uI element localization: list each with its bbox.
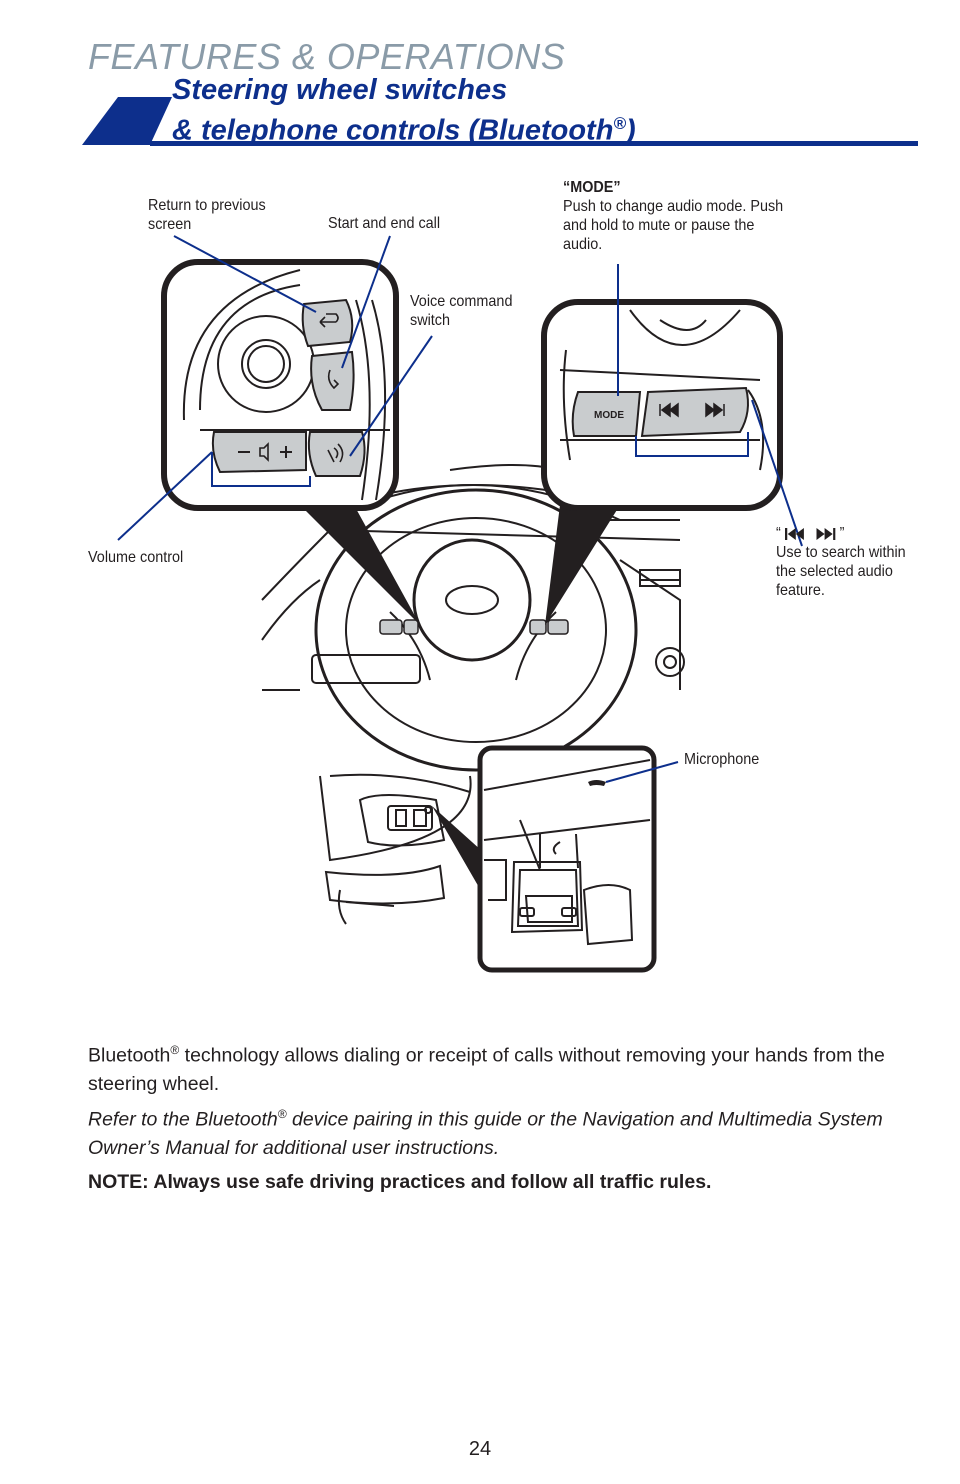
safety-note: NOTE: Always use safe driving practices … bbox=[88, 1171, 712, 1193]
page-title: Steering wheel switches & telephone cont… bbox=[172, 74, 636, 147]
steering-wheel-illustration: MODE bbox=[117, 235, 803, 772]
seek-back-icon bbox=[784, 527, 804, 540]
callout-seek: “ ” Use to search within the selected au… bbox=[776, 524, 929, 600]
section-label: FEATURES & OPERATIONS bbox=[88, 36, 566, 77]
intro-paragraph: Bluetooth® technology allows dialing or … bbox=[88, 1043, 885, 1095]
callout-mode: “MODE” Push to change audio mode. Push a… bbox=[563, 178, 788, 254]
seek-quote-close: ” bbox=[839, 525, 845, 542]
header-accent-bar bbox=[82, 97, 918, 146]
callout-volume-control: Volume control bbox=[88, 549, 184, 566]
callout-voice-command: Voice command switch bbox=[410, 293, 513, 329]
page-number: 24 bbox=[468, 1438, 492, 1460]
callout-mode-desc: Push to change audio mode. Push and hold… bbox=[563, 198, 784, 253]
callout-microphone: Microphone bbox=[684, 751, 760, 768]
callout-mode-title: “MODE” bbox=[563, 179, 621, 196]
callout-start-end-call: Start and end call bbox=[328, 215, 441, 232]
mode-button-label: MODE bbox=[594, 410, 624, 421]
refer-paragraph: Refer to the Bluetooth® device pairing i… bbox=[88, 1107, 883, 1159]
microphone-illustration bbox=[319, 745, 679, 973]
seek-quote-open: “ bbox=[776, 525, 781, 542]
seek-forward-icon bbox=[816, 527, 836, 540]
callout-seek-desc: Use to search within the selected audio … bbox=[776, 544, 906, 599]
callout-return-previous: Return to previous screen bbox=[148, 197, 266, 233]
